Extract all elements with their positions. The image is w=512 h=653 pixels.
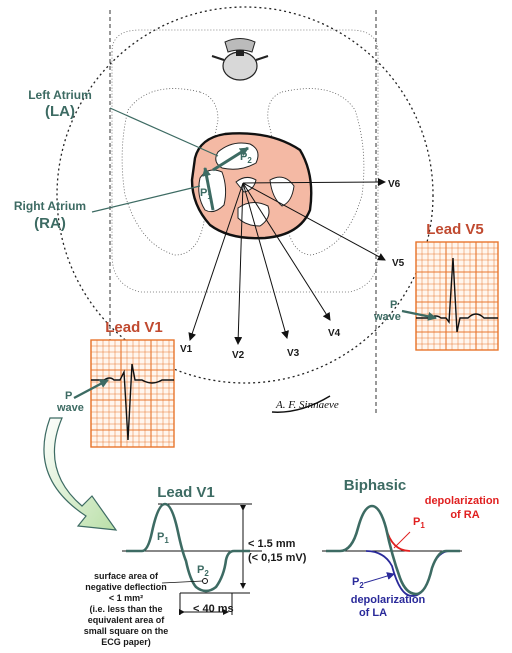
biphasic-title: Biphasic bbox=[344, 477, 407, 494]
biphasic-p1: P1 bbox=[413, 516, 425, 530]
signature-underline bbox=[271, 395, 331, 413]
la-pointer bbox=[109, 107, 219, 157]
lead-v5-p-label: P bbox=[390, 299, 397, 311]
area-note-line-6: small square on the bbox=[84, 626, 169, 636]
la-pointer-arrow bbox=[363, 572, 395, 584]
biphasic-panel: Biphasic depolarization of RA P1 P2 depo… bbox=[322, 477, 500, 619]
lead-v5-p-arrow bbox=[401, 309, 437, 321]
area-note-line-5: equivalent area of bbox=[88, 615, 166, 625]
detail-lead-v1: Lead V1 P1 P2 < 1.5 mm (< 0,15 mV) < 40 … bbox=[84, 484, 307, 647]
curved-pointer-arrow bbox=[43, 417, 118, 531]
area-note-line-2: negative deflection bbox=[85, 582, 167, 592]
area-note-line-3: < 1 mm² bbox=[109, 593, 143, 603]
lead-v1-wave-label: wave bbox=[56, 402, 84, 414]
lead-v1-trace bbox=[91, 363, 174, 441]
left-atrium-label: Left Atrium bbox=[28, 88, 92, 102]
ra-label-1: depolarization bbox=[425, 495, 500, 507]
detail-p1: P1 bbox=[157, 531, 169, 545]
left-atrium-abbr: (LA) bbox=[45, 103, 75, 120]
area-marker bbox=[202, 578, 208, 584]
lead-v1-grid bbox=[90, 339, 175, 448]
lead-label-v4: V4 bbox=[328, 328, 341, 339]
lead-label-v6: V6 bbox=[388, 179, 401, 190]
detail-title: Lead V1 bbox=[157, 484, 215, 501]
lead-vectors bbox=[188, 178, 386, 345]
chest-cross-section bbox=[56, 6, 434, 415]
lead-v5-title: Lead V5 bbox=[426, 221, 484, 238]
ra-pointer-line bbox=[393, 531, 411, 549]
lead-label-v1: V1 bbox=[180, 344, 193, 355]
biphasic-sum bbox=[326, 504, 460, 596]
la-label-1: depolarization bbox=[351, 594, 426, 606]
chest-dotted-circle bbox=[56, 6, 434, 384]
lead-v1-p-label: P bbox=[65, 390, 72, 402]
lead-label-v3: V3 bbox=[287, 348, 300, 359]
lead-v1-panel: Lead V1 P wave bbox=[56, 319, 175, 448]
lead-v5-wave-label: wave bbox=[373, 311, 401, 323]
detail-p-wave bbox=[126, 502, 250, 593]
body-outline bbox=[111, 29, 379, 293]
spine bbox=[211, 38, 269, 81]
ra-pointer bbox=[91, 185, 201, 213]
lead-label-v2: V2 bbox=[232, 350, 245, 361]
duration-label: < 40 ms bbox=[193, 603, 234, 615]
p1-vector bbox=[202, 167, 215, 211]
lead-label-v5: V5 bbox=[392, 258, 405, 269]
biphasic-p2: P2 bbox=[352, 576, 364, 590]
ventricle-chamber-3 bbox=[269, 176, 295, 207]
area-note: surface area of negative deflection < 1 … bbox=[84, 571, 169, 647]
lead-v1-p-arrow bbox=[73, 378, 109, 400]
ventricle-chamber-2 bbox=[237, 202, 270, 227]
detail-p2: P2 bbox=[197, 564, 209, 578]
area-note-line-7: ECG paper) bbox=[101, 637, 151, 647]
area-note-line-1: surface area of bbox=[94, 571, 159, 581]
right-atrium-label: Right Atrium bbox=[14, 199, 86, 213]
la-label-2: of LA bbox=[359, 607, 387, 619]
height-mv: (< 0,15 mV) bbox=[248, 552, 307, 564]
signature: A. F. Sinnaeve bbox=[275, 399, 339, 411]
lead-v5-panel: Lead V5 P wave bbox=[373, 221, 499, 351]
height-value: < 1.5 mm bbox=[248, 538, 296, 550]
lead-v1-gridlines bbox=[90, 339, 174, 447]
right-atrium-abbr: (RA) bbox=[34, 215, 66, 232]
p2-vector bbox=[212, 146, 249, 172]
area-note-pointer bbox=[161, 580, 204, 584]
right-lung bbox=[267, 88, 365, 256]
ra-label-2: of RA bbox=[450, 509, 479, 521]
area-note-line-4: (i.e. less than the bbox=[89, 604, 162, 614]
lead-v1-title: Lead V1 bbox=[105, 319, 163, 336]
